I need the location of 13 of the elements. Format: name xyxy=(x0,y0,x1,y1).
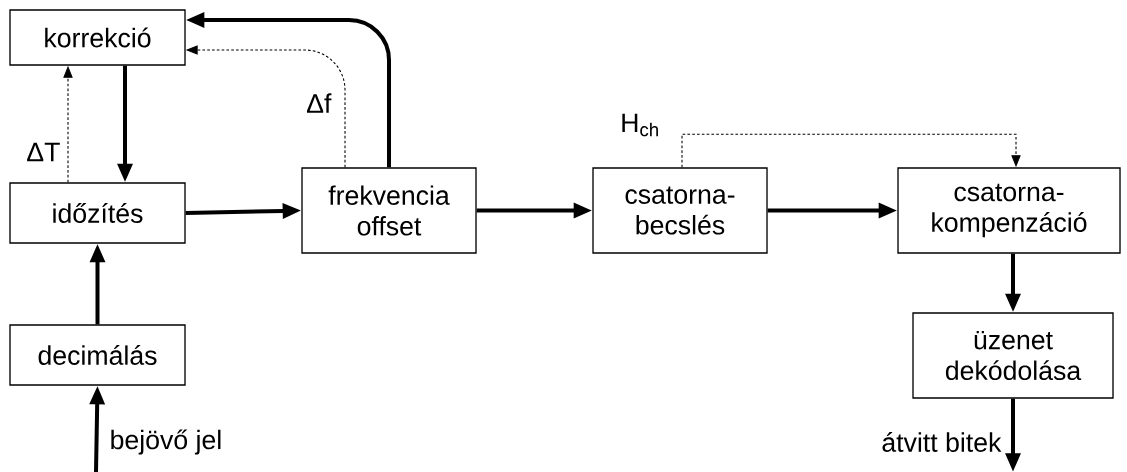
edge-label: ΔT xyxy=(24,141,62,163)
process-box: üzenet dekódolása xyxy=(912,312,1114,399)
arrow xyxy=(681,133,1021,168)
process-box: időzítés xyxy=(9,182,186,244)
edge-label: H$_{ch}$ xyxy=(618,112,662,138)
edge-label: átvitt bitek xyxy=(880,430,1003,454)
process-box: decimálás xyxy=(9,324,186,386)
process-box: csatorna- becslés xyxy=(592,167,768,254)
process-box: csatorna- kompenzáció xyxy=(897,167,1121,254)
edge-label: bejövő jel xyxy=(108,428,224,456)
process-box: korrekció xyxy=(9,9,186,66)
edge-label: Δf xyxy=(304,92,333,114)
process-box: frekvencia offset xyxy=(301,167,477,254)
